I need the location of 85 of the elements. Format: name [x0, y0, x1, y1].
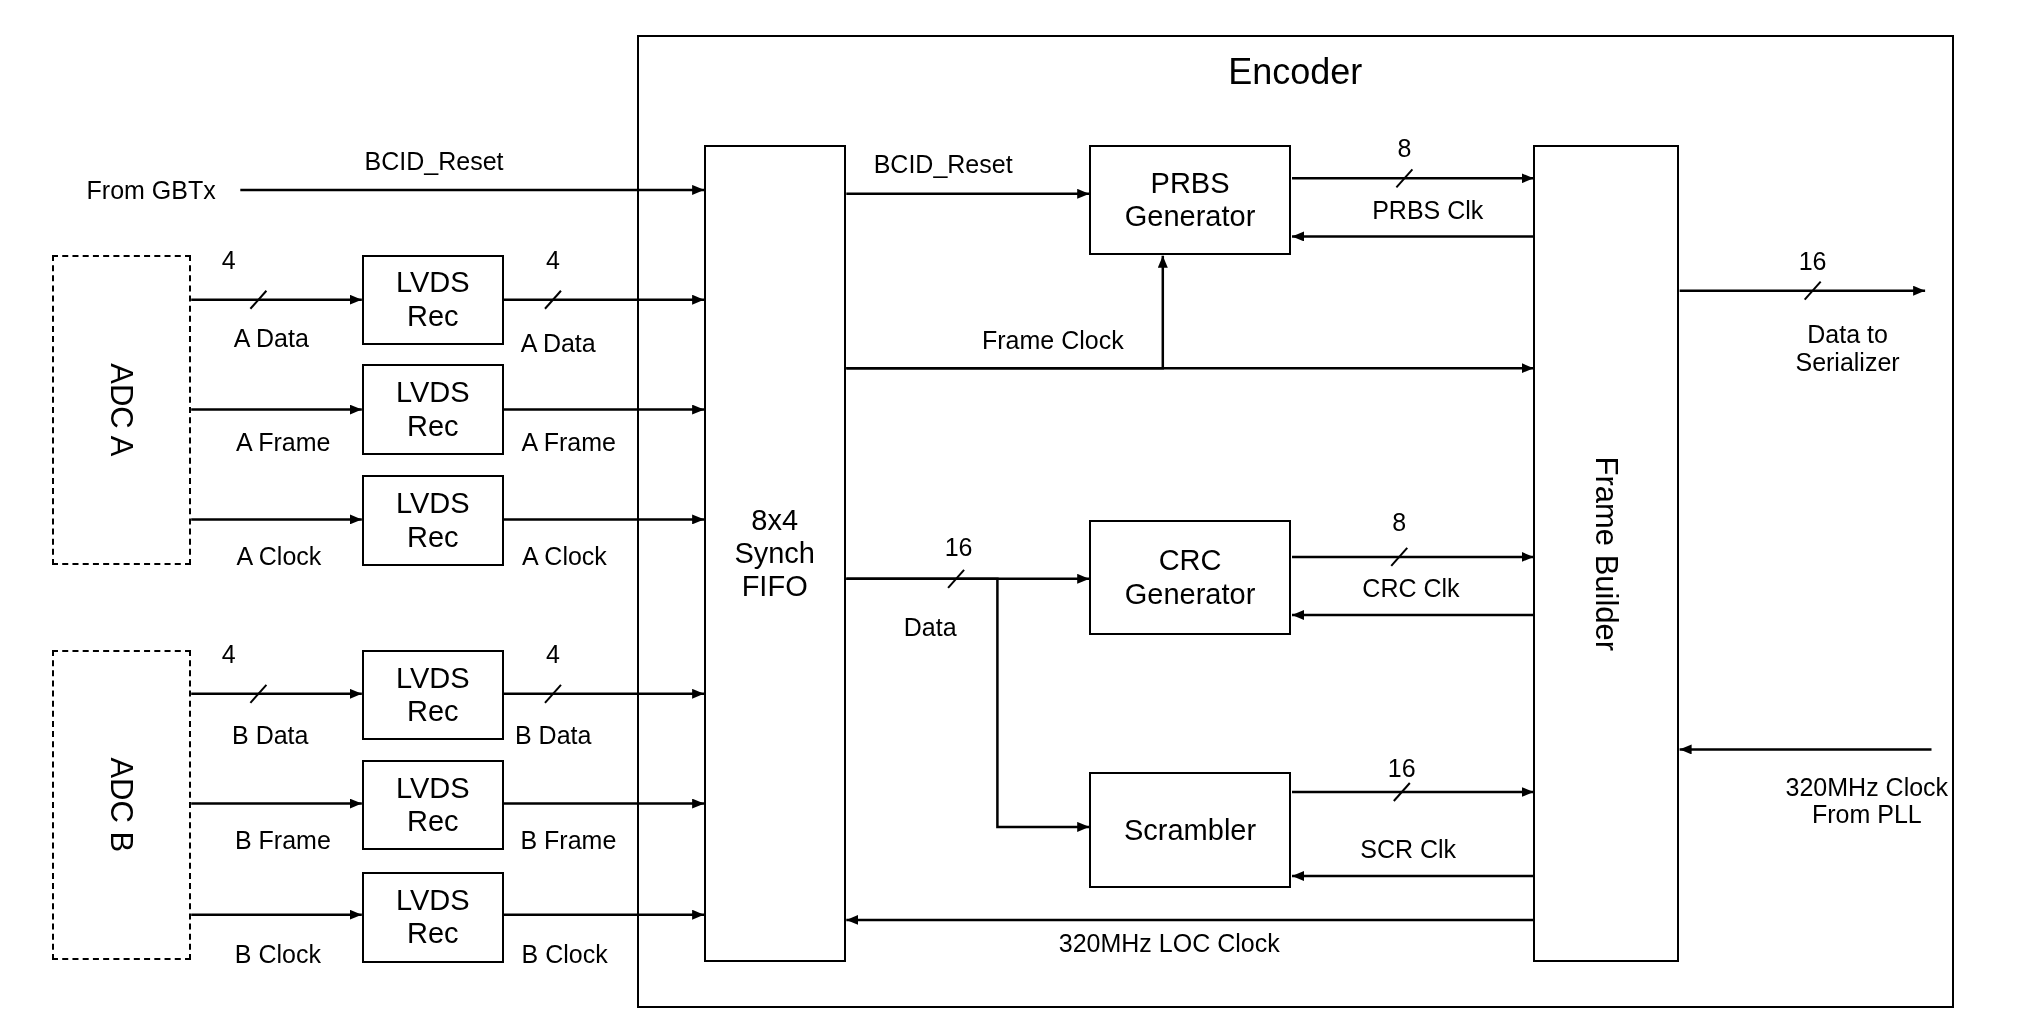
bus-width-label: 4	[545, 641, 560, 669]
bus-width-label: 16	[1798, 248, 1827, 276]
frame-builder-block	[1533, 145, 1680, 962]
scrambler-block	[1088, 772, 1292, 889]
adc-dashed-box	[51, 649, 192, 960]
edge-label: B Clock	[234, 940, 321, 969]
arrow	[503, 404, 705, 415]
arrow	[503, 909, 705, 920]
block-label: LVDS Rec	[395, 487, 471, 554]
block-label: LVDS Rec	[395, 376, 471, 443]
edge-label: A Clock	[522, 542, 607, 571]
edge-label: B Data	[232, 722, 309, 750]
receiver-block	[361, 759, 504, 851]
block-label: LVDS Rec	[395, 266, 471, 334]
arrow	[191, 909, 362, 920]
arrow	[191, 514, 362, 525]
block-label: PRBS Generator	[1123, 167, 1257, 234]
edge-label: A Frame	[521, 429, 616, 457]
block-label: LVDS Rec	[395, 661, 471, 729]
encoder-block	[636, 34, 1954, 1008]
bus-width-label: 4	[221, 246, 236, 275]
bus-width-label: 4	[545, 246, 560, 275]
receiver-block	[361, 254, 504, 345]
receiver-block	[361, 649, 504, 741]
block-label: ADC A	[103, 363, 140, 457]
receiver-block	[361, 364, 504, 455]
edge-label: SCR Clk	[1360, 836, 1457, 864]
arrow	[503, 514, 705, 525]
edge-label: A Frame	[235, 429, 331, 457]
edge-label: Frame Clock	[981, 327, 1124, 355]
arrow	[1292, 231, 1534, 242]
generator-block	[1088, 520, 1292, 636]
block-label: LVDS Rec	[395, 883, 471, 951]
block-label: 8x4 Synch FIFO	[733, 503, 816, 604]
edge-label: Data	[903, 613, 957, 642]
block-label: Frame Builder	[1588, 456, 1624, 652]
arrow	[191, 688, 362, 699]
edge-label: PRBS Clk	[1372, 196, 1484, 225]
arrow	[846, 188, 1090, 199]
arrow	[846, 255, 1168, 370]
arrow	[846, 577, 1090, 832]
arrow	[1292, 871, 1534, 881]
edge-label: BCID_Reset	[873, 151, 1013, 179]
arrow	[503, 798, 705, 809]
bus-width-label: 8	[1392, 509, 1407, 537]
edge-label: Data to Serializer	[1794, 321, 1901, 377]
receiver-block	[361, 475, 504, 566]
arrow	[1292, 787, 1534, 797]
block-label: Scrambler	[1124, 813, 1257, 847]
edge-label: B Data	[514, 722, 592, 750]
edge-label: B Frame	[234, 827, 331, 855]
arrow	[846, 914, 1534, 925]
edge-label: 320MHz Clock From PLL	[1784, 773, 1950, 829]
edge-label: CRC Clk	[1362, 575, 1460, 603]
block-label: LVDS Rec	[395, 771, 471, 839]
bus-width-label: 8	[1397, 134, 1412, 163]
arrow	[191, 798, 362, 809]
edge-label: A Data	[233, 324, 309, 352]
block-title: Encoder	[1227, 50, 1364, 93]
edge-label: A Data	[520, 329, 596, 358]
edge-label: A Clock	[236, 542, 322, 571]
arrow	[1679, 285, 1926, 296]
edge-label: 320MHz LOC Clock	[1058, 930, 1280, 958]
arrow	[1292, 610, 1534, 620]
adc-dashed-box	[51, 254, 192, 565]
arrow	[191, 294, 362, 305]
arrow	[191, 404, 362, 415]
source-text: From GBTx	[86, 175, 216, 205]
arrow	[503, 688, 705, 699]
generator-block	[1088, 145, 1292, 256]
block-label: CRC Generator	[1123, 544, 1257, 611]
arrow	[503, 294, 705, 305]
receiver-block	[361, 872, 504, 963]
edge-label: B Frame	[520, 827, 617, 855]
arrow	[240, 184, 705, 195]
bus-width-label: 4	[221, 641, 236, 669]
block-label: ADC B	[103, 757, 140, 853]
arrow	[1292, 173, 1534, 184]
edge-label: BCID_Reset	[364, 147, 504, 175]
arrow	[1679, 744, 1932, 755]
edge-label: B Clock	[521, 940, 608, 969]
bus-width-label: 16	[1387, 754, 1416, 783]
bus-width-label: 16	[944, 533, 973, 562]
fifo-block	[703, 145, 846, 962]
arrow	[1292, 551, 1534, 562]
